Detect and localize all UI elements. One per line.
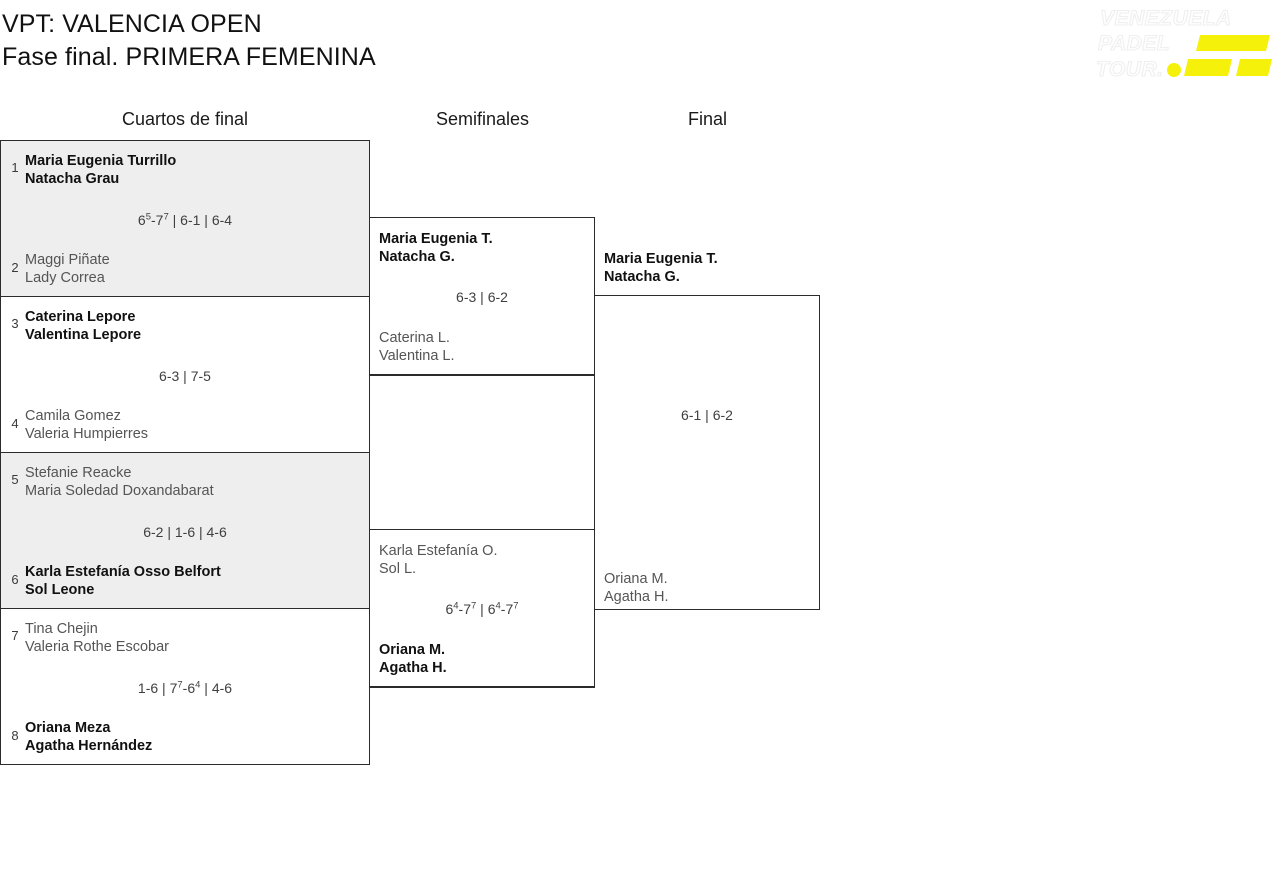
logo-svg: VENEZUELA PADEL TOUR. — [1095, 6, 1272, 82]
player-name: Agatha H. — [604, 589, 669, 605]
player-name: Valeria Humpierres — [25, 426, 149, 442]
match-semifinal-2[interactable]: Karla Estefanía O. Sol L. 64-77 | 64-77 … — [369, 529, 595, 688]
player-name: Natacha G. — [379, 249, 455, 265]
seed-number: 4 — [11, 416, 19, 431]
team-bottom: Caterina L. Valentina L. — [379, 329, 586, 365]
logo-text-tour: TOUR. — [1096, 58, 1163, 81]
match-score: 6-2 | 1-6 | 4-6 — [143, 524, 227, 540]
connector-qf4-to-sf2 — [369, 686, 595, 687]
team-bottom: Oriana Meza Agatha Hernández — [25, 719, 361, 755]
match-quarterfinal-1[interactable]: 1 Maria Eugenia Turrillo Natacha Grau 65… — [0, 140, 370, 297]
player-name: Maria Eugenia Turrillo — [25, 153, 177, 169]
round-header-quarterfinals: Cuartos de final — [121, 109, 249, 129]
team-top: Karla Estefanía O. Sol L. — [379, 542, 586, 578]
connector-qf3-to-sf2 — [369, 529, 595, 530]
venezuela-padel-tour-logo: VENEZUELA PADEL TOUR. — [1094, 2, 1276, 84]
logo-text-padel: PADEL — [1098, 32, 1170, 55]
match-quarterfinal-3[interactable]: 5 Stefanie Reacke Maria Soledad Doxandab… — [0, 452, 370, 609]
player-name: Natacha Grau — [25, 171, 120, 187]
seed-number: 8 — [11, 728, 19, 743]
team-bottom: Karla Estefanía Osso Belfort Sol Leone — [25, 563, 361, 599]
player-name: Maria Soledad Doxandabarat — [25, 483, 214, 499]
seed-number: 1 — [11, 160, 19, 175]
match-score: 64-77 | 64-77 — [445, 600, 519, 617]
match-score: 6-1 | 6-2 — [681, 407, 733, 423]
team-bottom: Oriana M. Agatha H. — [604, 570, 811, 606]
player-name: Stefanie Reacke — [25, 465, 132, 481]
title-line-1: VPT: VALENCIA OPEN — [2, 10, 262, 38]
team-bottom: Camila Gomez Valeria Humpierres — [25, 407, 361, 443]
player-name: Natacha G. — [604, 269, 680, 285]
title-line-2: Fase final. PRIMERA FEMENINA — [2, 43, 376, 71]
round-header-semifinals: Semifinales — [435, 109, 530, 129]
seed-number: 5 — [11, 472, 19, 487]
player-name: Valentina Lepore — [25, 327, 142, 343]
player-name: Oriana Meza — [25, 720, 111, 736]
player-name: Agatha Hernández — [25, 738, 153, 754]
player-name: Karla Estefanía O. — [379, 543, 498, 559]
connector-qf1-to-sf1 — [369, 217, 595, 218]
tournament-title: VPT: VALENCIA OPEN Fase final. PRIMERA F… — [0, 8, 376, 74]
player-name: Agatha H. — [379, 660, 447, 676]
connector-qf2-to-sf1 — [369, 374, 595, 375]
seed-number: 6 — [11, 572, 19, 587]
match-quarterfinal-4[interactable]: 7 Tina Chejin Valeria Rothe Escobar 1-6 … — [0, 608, 370, 765]
round-header-final: Final — [687, 109, 727, 129]
player-name: Maria Eugenia T. — [379, 231, 493, 247]
player-name: Valeria Rothe Escobar — [25, 639, 170, 655]
player-name: Valentina L. — [379, 348, 455, 364]
player-name: Oriana M. — [604, 571, 668, 587]
player-name: Caterina Lepore — [25, 309, 136, 325]
team-top: Caterina Lepore Valentina Lepore — [25, 308, 361, 344]
player-name: Lady Correa — [25, 270, 105, 286]
player-name: Maria Eugenia T. — [604, 251, 718, 267]
team-bottom: Oriana M. Agatha H. — [379, 641, 586, 677]
player-name: Camila Gomez — [25, 408, 121, 424]
player-name: Tina Chejin — [25, 621, 98, 637]
player-name: Sol L. — [379, 561, 417, 577]
seed-number: 7 — [11, 628, 19, 643]
match-score: 1-6 | 77-64 | 4-6 — [137, 679, 233, 696]
team-top: Maria Eugenia T. Natacha G. — [604, 250, 811, 286]
team-top: Maria Eugenia T. Natacha G. — [379, 230, 586, 266]
player-name: Maggi Piñate — [25, 252, 110, 268]
player-name: Karla Estefanía Osso Belfort — [25, 564, 221, 580]
match-final[interactable]: Maria Eugenia T. Natacha G. 6-1 | 6-2 Or… — [594, 251, 820, 610]
team-top: Tina Chejin Valeria Rothe Escobar — [25, 620, 361, 656]
match-semifinal-1[interactable]: Maria Eugenia T. Natacha G. 6-3 | 6-2 Ca… — [369, 217, 595, 376]
logo-accent-shapes — [1167, 35, 1272, 77]
player-name: Caterina L. — [379, 330, 450, 346]
seed-number: 3 — [11, 316, 19, 331]
team-top: Maria Eugenia Turrillo Natacha Grau — [25, 152, 361, 188]
player-name: Oriana M. — [379, 642, 446, 658]
seed-number: 2 — [11, 260, 19, 275]
match-score: 65-77 | 6-1 | 6-4 — [137, 211, 233, 228]
match-quarterfinal-2[interactable]: 3 Caterina Lepore Valentina Lepore 6-3 |… — [0, 296, 370, 453]
player-name: Sol Leone — [25, 582, 95, 598]
match-score: 6-3 | 6-2 — [456, 289, 508, 305]
team-bottom: Maggi Piñate Lady Correa — [25, 251, 361, 287]
match-score: 6-3 | 7-5 — [159, 368, 211, 384]
logo-text-venezuela: VENEZUELA — [1100, 7, 1232, 30]
team-top: Stefanie Reacke Maria Soledad Doxandabar… — [25, 464, 361, 500]
